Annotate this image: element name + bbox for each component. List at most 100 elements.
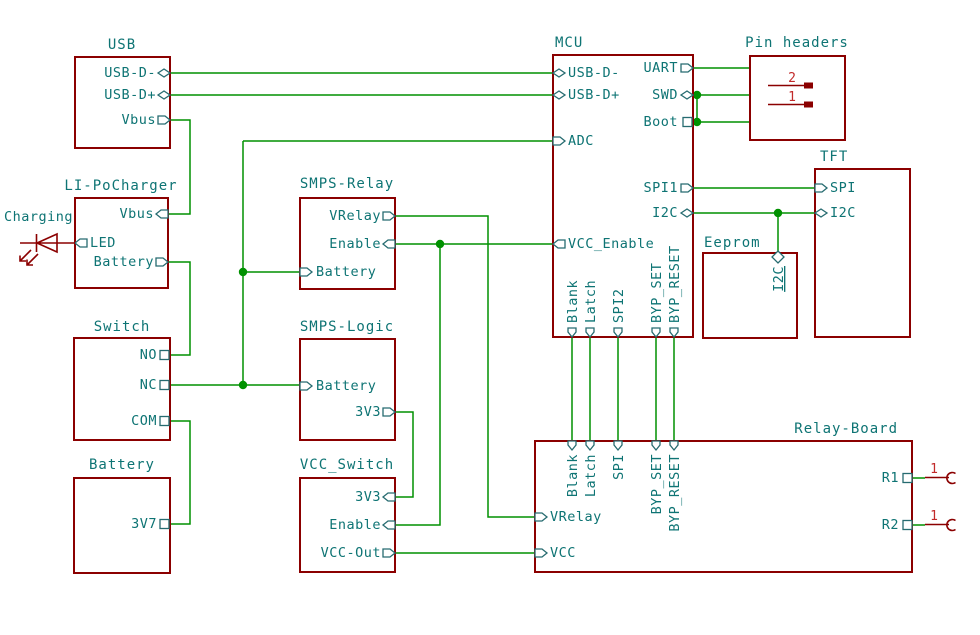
pin-headers-title: Pin headers xyxy=(745,35,849,51)
diamond-pin-icon xyxy=(771,250,785,264)
charging-led-symbol[interactable]: Charging xyxy=(4,209,75,266)
relay-board-sheet-outline[interactable] xyxy=(534,440,913,573)
pin-label: VRelay xyxy=(329,208,381,224)
arrow-out-pin-icon xyxy=(680,63,695,73)
pin-label: Blank xyxy=(565,454,581,497)
diamond-pin-icon xyxy=(551,68,567,78)
arrow-in-pin-icon xyxy=(534,512,549,522)
vcc-switch-title: VCC_Switch xyxy=(300,457,394,473)
pin-headers-sheet-outline[interactable] xyxy=(749,55,846,141)
led-emission-arrow-icon xyxy=(19,249,32,262)
smps-relay-title: SMPS-Relay xyxy=(300,176,394,192)
block-usb[interactable]: USB USB-D- USB-D+ Vbus xyxy=(74,37,172,149)
switch-sheet-outline[interactable] xyxy=(73,337,171,441)
pin-label: BYP_RESET xyxy=(667,245,683,323)
wire-com-to-3v7 xyxy=(170,420,191,525)
square-pin-icon xyxy=(159,415,170,427)
arrow-in-pin-icon xyxy=(381,520,396,530)
pin-label: Battery xyxy=(316,264,376,280)
junction-dot xyxy=(773,208,783,218)
arrow-down-pin-icon xyxy=(613,327,623,339)
block-pin-headers[interactable]: Pin headers 2 1 xyxy=(745,35,849,141)
pin-label: Boot xyxy=(643,114,678,130)
arrow-in-pin-icon xyxy=(381,239,396,249)
pin-number: 2 xyxy=(788,71,796,86)
relay-board-title: Relay-Board xyxy=(794,421,898,437)
square-pin-icon xyxy=(159,379,170,391)
block-vcc-switch[interactable]: VCC_Switch 3V3 Enable VCC-Out xyxy=(299,457,397,573)
pin-label: Vbus xyxy=(121,112,156,128)
arrow-in-pin-icon xyxy=(534,548,549,558)
junction-dot xyxy=(435,239,445,249)
usb-sheet-outline[interactable] xyxy=(74,56,171,149)
block-eeprom[interactable]: Eeprom I2C xyxy=(702,235,798,339)
led-emission-arrow-icon xyxy=(26,253,39,266)
block-relay-board[interactable]: Relay-Board Blank Latch SPI BYP_SET BYP_… xyxy=(534,421,913,573)
pin-label: Battery xyxy=(316,378,376,394)
diamond-pin-icon xyxy=(156,90,172,100)
diamond-pin-icon xyxy=(156,68,172,78)
arrow-down-pin-icon xyxy=(567,440,577,452)
arrow-in-pin-icon xyxy=(552,136,567,146)
arrow-out-pin-icon xyxy=(680,183,695,193)
charging-label: Charging xyxy=(4,209,73,225)
block-smps-relay[interactable]: SMPS-Relay VRelay Enable Battery xyxy=(299,176,397,290)
pin-number: 1 xyxy=(788,90,796,105)
square-pin-icon xyxy=(159,349,170,361)
block-switch[interactable]: Switch NO NC COM xyxy=(73,319,171,441)
pin-label: VCC_Enable xyxy=(568,236,654,252)
tft-sheet-outline[interactable] xyxy=(814,168,911,338)
wire-battery-to-no xyxy=(168,261,191,356)
battery-title: Battery xyxy=(89,457,155,473)
smps-logic-title: SMPS-Logic xyxy=(300,319,394,335)
pin-label: VRelay xyxy=(550,509,602,525)
arrow-down-pin-icon xyxy=(567,327,577,339)
led-diode-icon xyxy=(20,232,75,254)
block-lipocharger[interactable]: LI-PoCharger Vbus LED Battery xyxy=(64,178,177,289)
eeprom-title: Eeprom xyxy=(704,235,761,251)
open-pin-end-icon xyxy=(946,518,956,532)
square-pin-icon xyxy=(902,519,913,531)
junctions xyxy=(238,90,783,390)
arrow-out-pin-icon xyxy=(157,115,172,125)
pin-label: R1 xyxy=(882,470,899,486)
pin-label: Enable xyxy=(329,236,381,252)
pin-label: Battery xyxy=(94,254,154,270)
header-pin-1: 1 xyxy=(768,90,813,108)
pin-label: NC xyxy=(140,377,157,393)
arrow-in-pin-icon xyxy=(814,183,829,193)
junction-dot xyxy=(238,380,248,390)
mcu-sheet-outline[interactable] xyxy=(552,54,694,338)
open-pin-end-icon xyxy=(946,471,956,485)
wires xyxy=(168,67,925,554)
pin-label: VCC xyxy=(550,545,576,561)
block-mcu[interactable]: MCU USB-D- USB-D+ ADC VCC_Enable UART SW… xyxy=(551,35,695,339)
pin-label: COM xyxy=(131,413,157,429)
battery-sheet-outline[interactable] xyxy=(73,477,171,574)
square-pin-icon xyxy=(682,116,693,128)
block-tft[interactable]: TFT SPI I2C xyxy=(813,149,911,338)
pin-label: 3V7 xyxy=(131,516,157,532)
header-pin-2: 2 xyxy=(768,71,813,89)
pin-label: I2C xyxy=(771,266,787,292)
switch-title: Switch xyxy=(94,319,151,335)
block-battery[interactable]: Battery 3V7 xyxy=(73,457,171,574)
block-smps-logic[interactable]: SMPS-Logic Battery 3V3 xyxy=(299,319,397,441)
pin-label: USB-D+ xyxy=(104,87,156,103)
pin-label: BYP_SET xyxy=(649,263,665,323)
pin-number: 1 xyxy=(930,462,938,477)
pin-label: R2 xyxy=(882,517,899,533)
pin-label: USB-D+ xyxy=(568,87,620,103)
pin-label: Vbus xyxy=(119,206,154,222)
mcu-title: MCU xyxy=(555,35,583,51)
eeprom-sheet-outline[interactable] xyxy=(702,252,798,339)
diamond-pin-icon xyxy=(679,208,695,218)
pin-label: 3V3 xyxy=(355,404,381,420)
arrow-out-pin-icon xyxy=(155,257,170,267)
junction-dot xyxy=(238,267,248,277)
square-pin-icon xyxy=(159,518,170,530)
arrow-down-pin-icon xyxy=(651,327,661,339)
arrow-down-pin-icon xyxy=(651,440,661,452)
pin-label: 3V3 xyxy=(355,489,381,505)
